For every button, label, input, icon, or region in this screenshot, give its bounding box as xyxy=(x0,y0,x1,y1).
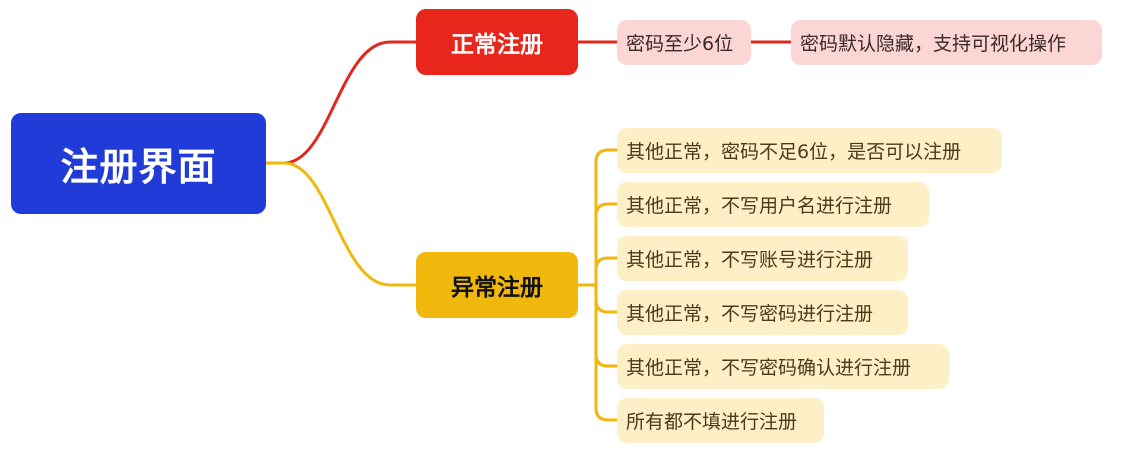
root-node[interactable]: 注册界面 xyxy=(11,113,266,214)
branch-abnormal-register[interactable]: 异常注册 xyxy=(416,252,578,318)
leaf-abnormal-3[interactable]: 其他正常，不写账号进行注册 xyxy=(617,236,908,281)
leaf-abnormal-3-label: 其他正常，不写账号进行注册 xyxy=(626,249,874,271)
leaf-abnormal-1-label: 其他正常，密码不足6位，是否可以注册 xyxy=(626,141,962,163)
leaf-abnormal-5[interactable]: 其他正常，不写密码确认进行注册 xyxy=(617,344,949,389)
connector-root-abnormal xyxy=(266,161,416,287)
connector-abnormal-leaf-4 xyxy=(594,299,617,314)
connector-root-normal xyxy=(266,40,416,165)
leaf-abnormal-1[interactable]: 其他正常，密码不足6位，是否可以注册 xyxy=(617,128,1002,173)
leaf-normal-1[interactable]: 密码至少6位 xyxy=(617,20,751,65)
root-node-label: 注册界面 xyxy=(60,145,217,189)
leaf-abnormal-2[interactable]: 其他正常，不写用户名进行注册 xyxy=(617,182,929,227)
leaf-abnormal-2-label: 其他正常，不写用户名进行注册 xyxy=(626,195,893,217)
leaf-abnormal-4-label: 其他正常，不写密码进行注册 xyxy=(626,303,874,325)
leaf-abnormal-6[interactable]: 所有都不填进行注册 xyxy=(617,398,824,443)
leaf-normal-2[interactable]: 密码默认隐藏，支持可视化操作 xyxy=(791,20,1102,65)
leaf-abnormal-4[interactable]: 其他正常，不写密码进行注册 xyxy=(617,290,908,335)
connector-abnormal-leaf-2 xyxy=(594,202,617,217)
connector-abnormal-leaf-5 xyxy=(594,353,617,368)
connector-abnormal-leaf-6 xyxy=(594,407,617,422)
branch-abnormal-label: 异常注册 xyxy=(451,275,543,301)
leaf-normal-1-label: 密码至少6位 xyxy=(626,33,734,55)
branch-normal-label: 正常注册 xyxy=(451,32,543,58)
leaf-abnormal-6-label: 所有都不填进行注册 xyxy=(626,411,798,433)
leaf-abnormal-5-label: 其他正常，不写密码确认进行注册 xyxy=(626,357,912,379)
connector-abnormal-leaf-1 xyxy=(594,148,617,163)
leaf-normal-2-label: 密码默认隐藏，支持可视化操作 xyxy=(800,33,1067,55)
branch-normal-register[interactable]: 正常注册 xyxy=(416,9,578,75)
connector-abnormal-leaf-3 xyxy=(594,256,617,271)
